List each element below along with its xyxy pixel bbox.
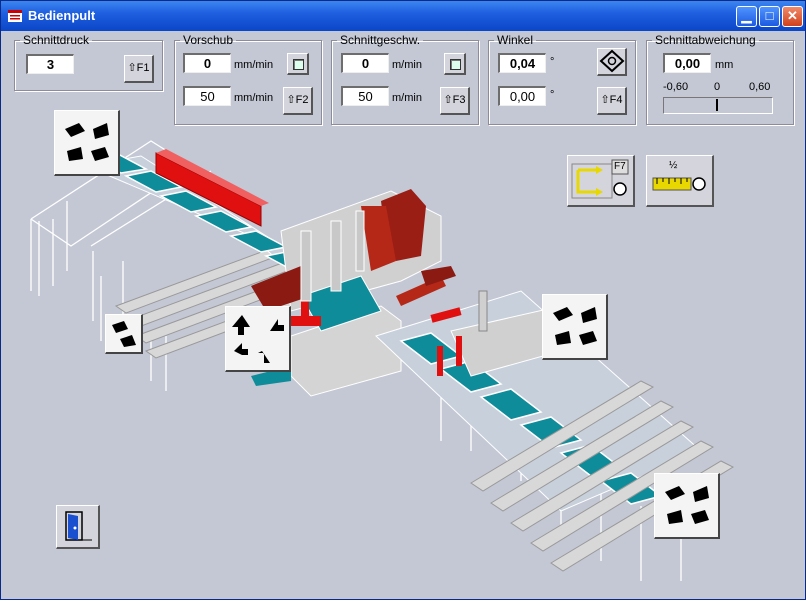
- ruler-icon: [652, 177, 706, 191]
- direction-pad-outfeed-end[interactable]: [654, 473, 720, 539]
- positioning-icon: [571, 159, 629, 199]
- maximize-button[interactable]: □: [759, 6, 780, 27]
- machine-diagram: [30, 140, 735, 581]
- group-winkel: Winkel: [488, 33, 636, 125]
- schnittgeschw-actual-unit: m/min: [392, 59, 422, 71]
- group-label: Schnittabweichung: [655, 33, 756, 47]
- vorschub-led-button[interactable]: [287, 53, 309, 75]
- scale-min-label: -0,60: [663, 81, 689, 93]
- minimize-button[interactable]: ▁: [736, 6, 757, 27]
- app-icon: [8, 10, 22, 22]
- vorschub-setpoint-unit: mm/min: [234, 92, 274, 104]
- group-label: Winkel: [497, 33, 534, 47]
- vorschub-actual-field[interactable]: 0: [183, 53, 231, 73]
- f2-button[interactable]: ⇧F2: [283, 87, 313, 115]
- f1-button[interactable]: ⇧F1: [124, 55, 154, 83]
- schnittgeschw-setpoint-field[interactable]: 50: [341, 86, 389, 106]
- direction-pad-outfeed[interactable]: [542, 294, 608, 360]
- vorschub-setpoint-field[interactable]: 50: [183, 86, 231, 106]
- schnittabweichung-field[interactable]: 0,00: [663, 53, 711, 73]
- maximize-icon: □: [765, 8, 774, 23]
- group-label: Schnittdruck: [23, 33, 90, 47]
- winkel-setpoint-field[interactable]: 0,00: [498, 86, 546, 106]
- four-way-arrows-icon: [232, 315, 284, 363]
- schnittgeschw-actual-field[interactable]: 0: [341, 53, 389, 73]
- deviation-gauge: [663, 97, 773, 114]
- winkel-setpoint-unit: °: [550, 89, 555, 101]
- schnittdruck-field[interactable]: 3: [26, 54, 74, 74]
- square-led-icon: [450, 59, 461, 70]
- schnittabweichung-unit: mm: [715, 59, 734, 71]
- winkel-actual-unit: °: [550, 56, 555, 68]
- f3-button[interactable]: ⇧F3: [440, 87, 470, 115]
- direction-pad-saw[interactable]: [225, 306, 291, 372]
- minimize-icon: ▁: [741, 8, 752, 23]
- angle-mode-button[interactable]: [597, 48, 627, 76]
- group-schnittabweichung: Schnittabweichung: [646, 33, 794, 125]
- vorschub-actual-unit: mm/min: [234, 59, 274, 71]
- door-exit-icon: [64, 511, 92, 541]
- scale-max-label: 0,60: [749, 81, 771, 93]
- group-schnittdruck: Schnittdruck: [14, 33, 163, 91]
- four-way-arrows-icon: [553, 307, 597, 345]
- winkel-actual-field[interactable]: 0,04: [498, 53, 546, 73]
- deviation-needle: [716, 99, 718, 111]
- group-vorschub: Vorschub: [174, 33, 322, 125]
- direction-pad-feed-small[interactable]: [105, 314, 143, 354]
- scale-mid-label: 0: [714, 81, 721, 93]
- schnittgeschw-led-button[interactable]: [444, 53, 466, 75]
- diamond-target-icon: [599, 49, 624, 73]
- close-button[interactable]: ✕: [782, 6, 803, 27]
- four-way-arrows-icon: [65, 123, 109, 161]
- direction-pad-infeed[interactable]: [54, 110, 120, 176]
- f7-positioning-button[interactable]: F7: [567, 155, 635, 207]
- two-way-arrows-icon: [112, 321, 136, 347]
- group-schnittgeschw: Schnittgeschw.: [331, 33, 479, 125]
- window-title: Bedienpult: [28, 8, 96, 23]
- group-label: Schnittgeschw.: [340, 33, 421, 47]
- four-way-arrows-icon: [665, 486, 709, 524]
- f7-label: F7: [614, 161, 626, 172]
- scale-measure-button[interactable]: ½: [646, 155, 714, 207]
- title-bar[interactable]: Bedienpult ▁ □ ✕: [1, 1, 805, 31]
- exit-button[interactable]: [56, 505, 100, 549]
- schnittgeschw-setpoint-unit: m/min: [392, 92, 422, 104]
- scale-fraction-label: ½: [669, 160, 678, 171]
- group-label: Vorschub: [183, 33, 234, 47]
- close-icon: ✕: [787, 8, 798, 23]
- f4-button[interactable]: ⇧F4: [597, 87, 627, 115]
- square-led-icon: [293, 59, 304, 70]
